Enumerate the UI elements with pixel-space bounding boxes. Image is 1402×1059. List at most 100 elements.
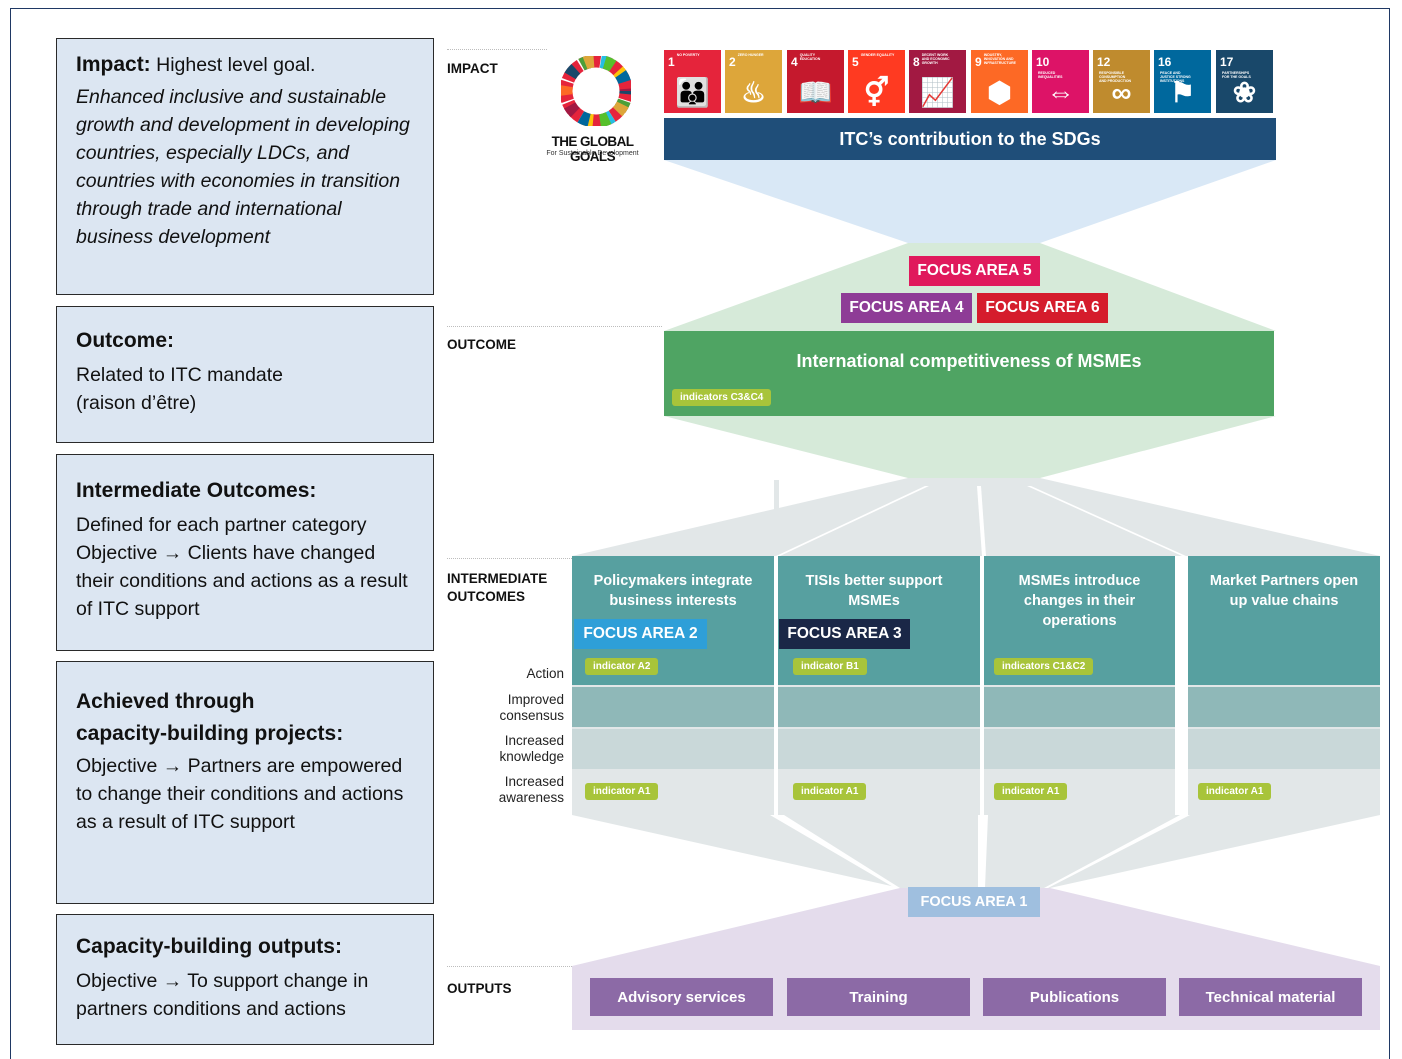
outcome-text-line-1: Related to ITC mandate [76,364,284,386]
indicator-a1-policymakers: indicator A1 [585,783,659,800]
infinity-icon: ∞ [1111,77,1132,108]
focus-area-4: FOCUS AREA 4 [841,293,972,323]
sdg-label: REDUCED INEQUALITIES [1038,71,1063,79]
capacity-building-text: Objective → Partners are empowered to ch… [76,755,404,833]
growth-chart-icon: 📈 [920,77,955,108]
output-advisory-services: Advisory services [590,978,773,1016]
outputs-description-box: Capacity-building outputs: Objective → T… [56,914,434,1045]
outcome-lower-funnel [664,416,1276,478]
gender-icon: ⚥ [863,77,890,108]
sdg-tile-16: 16PEACE AND JUSTICE STRONG INSTITUTIONS⚑ [1154,50,1211,113]
column-gaps [774,480,1188,815]
outcome-description-box: Outcome: Related to ITC mandate (raison … [56,306,434,443]
focus-area-2: FOCUS AREA 2 [574,619,707,649]
focus-area-3: FOCUS AREA 3 [779,619,910,649]
sdg-label: NO POVERTY [676,53,700,57]
sdg-number: 8 [913,55,920,69]
outcome-heading: Outcome: [76,329,175,352]
capacity-building-heading-1: Achieved through [76,690,255,713]
sdg-number: 4 [791,55,798,69]
column-msmes-line-1: MSMEs introduce [1018,573,1141,589]
outputs-separator [447,966,572,967]
impact-goal-text: Enhanced inclusive and sustainable growt… [76,86,410,248]
sdg-tile-12: 12RESPONSIBLE CONSUMPTION AND PRODUCTION… [1093,50,1150,113]
row-label-action-text: Action [526,666,564,681]
row-label-consensus: Improved consensus [499,692,564,724]
global-goals-subtitle: For Sustainable Development [546,150,639,157]
column-tisis-line-2: MSMEs [848,593,900,609]
sdg-number: 9 [975,55,982,69]
outputs-text: Objective → To support change in partner… [76,970,369,1020]
column-tisis-title: TISIs better support MSMEs [778,571,970,611]
row-label-knowledge: Increased knowledge [499,733,564,765]
sdg-number: 16 [1158,55,1172,69]
sdg-label: RESPONSIBLE CONSUMPTION AND PRODUCTION [1099,71,1132,83]
intermediate-separator [447,558,572,559]
outcome-title: International competitiveness of MSMEs [796,351,1142,371]
intermediate-outcomes-description-box: Intermediate Outcomes: Defined for each … [56,454,434,651]
column-policymakers-line-2: business interests [609,593,737,609]
row-label-awareness: Increased awareness [499,774,564,806]
sdg-label: GENDER EQUALITY [860,53,895,57]
capacity-building-description-box: Achieved through capacity-building proje… [56,661,434,904]
sdg-number: 17 [1220,55,1234,69]
row-label-action: Action [526,666,564,682]
outputs-level-label: OUTPUTS [447,981,512,996]
indicator-a1-market-partners: indicator A1 [1198,783,1272,800]
intermediate-outcomes-heading: Intermediate Outcomes: [76,479,317,502]
impact-subheading: Highest level goal. [156,54,316,76]
indicator-a1-tisis: indicator A1 [793,783,867,800]
intermediate-level-label-1: INTERMEDIATE [447,571,548,586]
knowledge-band [572,729,1380,769]
sdg-label: INDUSTRY, INNOVATION AND INFRASTRUCTURE [983,53,1016,65]
impact-description-box: Impact: Highest level goal. Enhanced inc… [56,38,434,295]
outputs-heading: Capacity-building outputs: [76,935,342,958]
consensus-band [572,687,1380,727]
outer-frame [10,8,1390,1059]
focus-funnel [664,243,1276,331]
indicators-c1-c2: indicators C1&C2 [994,658,1094,675]
column-msmes-line-2: changes in their [1023,593,1136,609]
focus-area-1: FOCUS AREA 1 [908,887,1040,917]
sdg-label: ZERO HUNGER [737,53,764,57]
column-policymakers-line-1: Policymakers integrate [593,573,753,589]
equality-icon: ⇔ [1046,77,1075,108]
indicator-a2: indicator A2 [585,658,659,675]
impact-separator [447,49,547,50]
dove-icon: ⚑ [1169,77,1196,108]
column-tisis-line-1: TISIs better support [805,573,943,589]
global-goals-title: THE GLOBAL GOALS [551,134,634,164]
book-icon: 📖 [798,77,833,108]
row-label-knowledge-2: knowledge [499,749,564,764]
sdg-number: 5 [852,55,859,69]
column-msmes-line-3: operations [1042,613,1117,629]
focus-area-6: FOCUS AREA 6 [977,293,1108,323]
column-market-partners-line-2: up value chains [1229,593,1339,609]
indicator-b1: indicator B1 [793,658,867,675]
sdg-number: 10 [1036,55,1050,69]
column-msmes-title: MSMEs introduce changes in their operati… [984,571,1175,631]
intermediate-to-outputs-funnel [572,815,1380,888]
row-label-knowledge-1: Increased [504,733,564,748]
column-policymakers-title: Policymakers integrate business interest… [572,571,774,611]
outcome-separator [447,326,662,327]
intermediate-outcomes-text-2: Objective → Clients have changed their c… [76,542,408,620]
output-training: Training [787,978,970,1016]
outcome-level-label: OUTCOME [447,337,516,352]
sdg-number: 12 [1097,55,1111,69]
outputs-funnel [572,888,1380,966]
sdg-label: PARTNERSHIPS FOR THE GOALS [1222,71,1251,79]
capacity-building-heading-2: capacity-building projects: [76,722,344,745]
row-label-consensus-2: consensus [499,708,564,723]
sdg-number: 1 [668,55,675,69]
divider-wedges [770,486,1190,888]
sdg-tile-10: 10REDUCED INEQUALITIES⇔ [1032,50,1089,113]
output-technical-material: Technical material [1179,978,1362,1016]
row-label-awareness-2: awareness [498,790,564,805]
row-label-consensus-1: Improved [507,692,564,707]
